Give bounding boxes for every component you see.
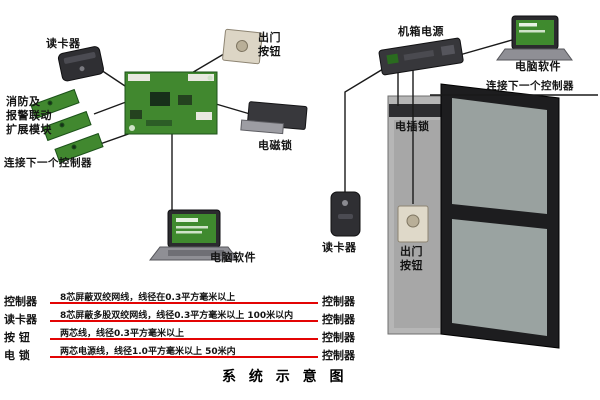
- wiring-row-left-label: 控制器: [4, 295, 37, 308]
- power-box-device: [378, 37, 464, 76]
- exit-button-top-device: [222, 28, 263, 65]
- laptop-right-icon: [496, 15, 573, 61]
- fire-alarm-module-device: [30, 88, 104, 164]
- label-card-reader-left: 读卡器: [46, 37, 81, 50]
- exit-button-right-device: [397, 205, 429, 243]
- wiring-row-spec: 8芯屏蔽多股双绞网线，线径0.3平方毫米以上 100米以内: [60, 311, 294, 321]
- label-magnetic-lock: 电磁锁: [258, 139, 293, 152]
- wire-board-maglock: [215, 103, 251, 115]
- page-title: 系 统 示 意 图: [222, 369, 348, 385]
- label-exit-button-top-line1: 出门: [258, 31, 281, 44]
- wiring-row-spec: 两芯电源线，线径1.0平方毫米以上 50米内: [60, 347, 236, 357]
- wiring-line: [50, 302, 318, 304]
- wiring-row-left-label: 读卡器: [4, 313, 37, 326]
- label-pc-software-right: 电脑软件: [515, 60, 561, 73]
- label-card-reader-right: 读卡器: [322, 241, 357, 254]
- label-exit-button-right-line1: 出门: [400, 245, 423, 258]
- wiring-row-right-label: 控制器: [322, 295, 355, 308]
- label-exit-button-top-line2: 按钮: [258, 45, 281, 58]
- wire-module-board: [93, 101, 127, 115]
- door-graphic: [440, 83, 560, 349]
- laptop-left-icon: [148, 209, 240, 261]
- wiring-row-spec: 两芯线，线径0.3平方毫米以上: [60, 329, 184, 339]
- wiring-line: [50, 320, 318, 322]
- label-fire-module-line3: 扩展模块: [6, 123, 52, 136]
- wiring-row-right-label: 控制器: [322, 331, 355, 344]
- wire-power-cardreader: [344, 65, 389, 192]
- label-fire-module-line2: 报警联动: [6, 109, 52, 122]
- label-chassis-power: 机箱电源: [398, 25, 444, 38]
- wiring-row-left-label: 按 钮: [4, 331, 30, 344]
- label-fire-module-line1: 消防及: [6, 95, 41, 108]
- card-reader-left-device: [57, 46, 104, 82]
- magnetic-lock-device: [240, 101, 308, 135]
- label-electric-bolt-lock: 电插锁: [395, 120, 430, 133]
- card-reader-right-device: [330, 191, 361, 237]
- label-exit-button-right-line2: 按钮: [400, 259, 423, 272]
- wiring-row-right-label: 控制器: [322, 313, 355, 326]
- wire-power-laptop: [455, 39, 513, 57]
- wiring-row-right-label: 控制器: [322, 349, 355, 362]
- wiring-line: [50, 356, 318, 358]
- controller-board-device: [124, 71, 218, 135]
- wiring-row-spec: 8芯屏蔽双绞网线，线径在0.3平方毫米以上: [60, 293, 236, 303]
- label-connect-next-left: 连接下一个控制器: [4, 157, 92, 169]
- label-pc-software-left: 电脑软件: [210, 251, 256, 264]
- wiring-line: [50, 338, 318, 340]
- wiring-row-left-label: 电 锁: [4, 349, 30, 362]
- door-wall: [387, 95, 447, 335]
- label-connect-next-right: 连接下一个控制器: [486, 80, 574, 92]
